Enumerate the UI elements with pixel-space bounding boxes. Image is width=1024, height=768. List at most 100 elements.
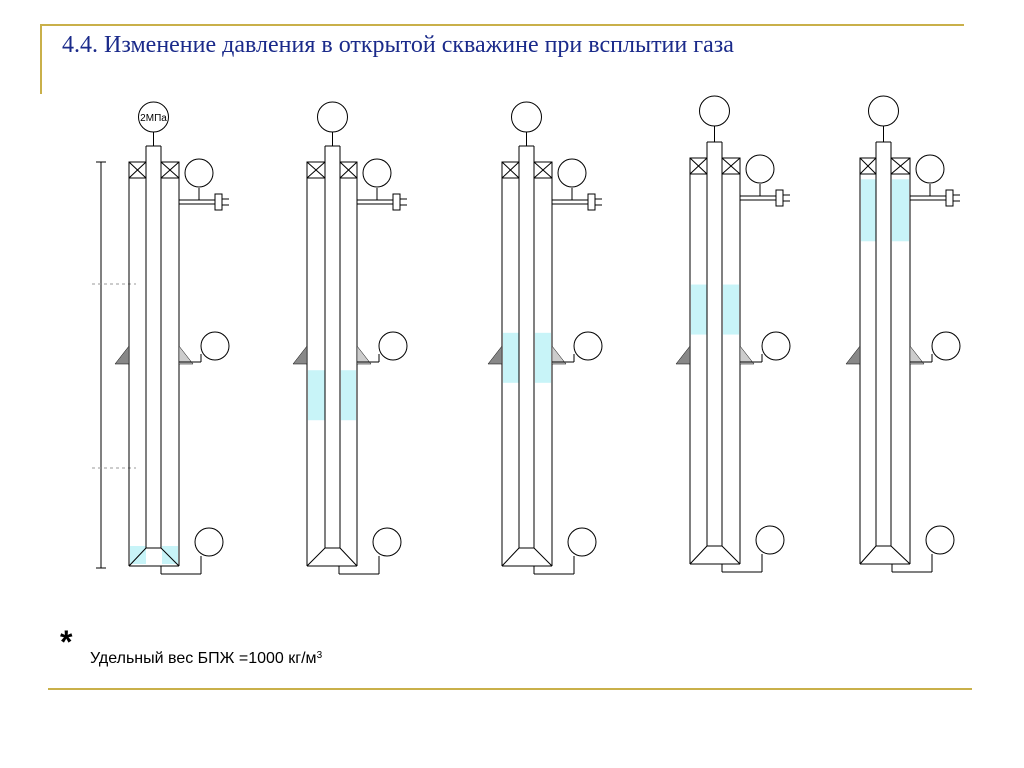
valve-box	[890, 157, 911, 175]
gas-slug-left	[308, 370, 325, 421]
wellhead-valve-left	[689, 157, 708, 175]
packer-wedge-right	[739, 345, 755, 365]
packer-wedge-right	[551, 345, 567, 365]
valve-cross-b	[501, 161, 520, 179]
packer-wedge-right	[178, 345, 194, 365]
wellhead-valve-right	[533, 161, 553, 179]
funnel-right	[890, 545, 911, 565]
top-pressure-gauge	[317, 101, 348, 133]
funnel-left	[689, 545, 708, 565]
outlet-valve	[775, 189, 784, 207]
valve-box	[128, 161, 147, 179]
top-gauge-label: 2МПа	[140, 113, 167, 124]
mid-pressure-gauge	[200, 331, 230, 361]
valve-cross-b	[533, 161, 553, 179]
well-1: 2МПа	[114, 101, 230, 575]
funnel-left	[306, 547, 326, 567]
bottom-pressure-gauge	[925, 525, 955, 555]
funnel-right	[160, 547, 180, 567]
gas-slug-right	[892, 179, 909, 242]
wellhead-valve-right	[890, 157, 911, 175]
valve-box	[339, 161, 358, 179]
valve-cross-b	[689, 157, 708, 175]
top-pressure-gauge	[699, 95, 730, 127]
valve-cross-b	[306, 161, 326, 179]
annulus-pressure-gauge	[557, 158, 587, 188]
funnel-right	[339, 547, 358, 567]
valve-box	[160, 161, 180, 179]
wellhead-valve-right	[721, 157, 741, 175]
valve-box	[533, 161, 553, 179]
wellhead-valve-left	[306, 161, 326, 179]
outlet-valve	[214, 193, 223, 211]
packer-wedge-left	[487, 345, 503, 365]
valve-box	[721, 157, 741, 175]
funnel-left	[859, 545, 877, 565]
wellhead-valve-left	[859, 157, 877, 175]
outlet-valve	[392, 193, 401, 211]
gas-slug-right	[535, 332, 551, 383]
valve-box	[689, 157, 708, 175]
title-accent-line	[40, 24, 964, 26]
gas-slug-left	[691, 284, 707, 335]
gas-slug-right	[341, 370, 356, 421]
footnote-label: Удельный вес БПЖ =1000 кг/м	[90, 650, 317, 667]
packer-wedge-left	[114, 345, 130, 365]
valve-box	[306, 161, 326, 179]
mid-pressure-gauge	[761, 331, 791, 361]
gas-slug-left	[503, 332, 519, 383]
top-pressure-gauge	[511, 101, 542, 133]
outlet-valve	[945, 189, 954, 207]
valve-cross-b	[339, 161, 358, 179]
bottom-pressure-gauge	[567, 527, 597, 557]
valve-cross-b	[859, 157, 877, 175]
packer-wedge-right	[909, 345, 925, 365]
bottom-pressure-gauge	[755, 525, 785, 555]
gas-slug-left	[861, 179, 876, 242]
valve-box	[859, 157, 877, 175]
packer-wedge-left	[845, 345, 861, 365]
bottom-pressure-gauge	[372, 527, 402, 557]
valve-cross-b	[721, 157, 741, 175]
valve-cross-b	[160, 161, 180, 179]
footnote-text: Удельный вес БПЖ =1000 кг/м3	[90, 650, 322, 668]
mid-pressure-gauge	[573, 331, 603, 361]
top-pressure-gauge	[868, 95, 899, 127]
slide-title: 4.4. Изменение давления в открытой скваж…	[62, 32, 734, 58]
wellhead-valve-left	[128, 161, 147, 179]
gas-slug-right	[723, 284, 739, 335]
footnote-unit-superscript: 3	[316, 650, 323, 661]
gas-slug-right	[162, 546, 178, 564]
gas-slug-left	[130, 546, 146, 564]
footnote-asterisk: *	[60, 624, 73, 660]
funnel-right	[533, 547, 553, 567]
wellhead-valve-left	[501, 161, 520, 179]
packer-wedge-right	[356, 345, 372, 365]
packer-wedge-left	[292, 345, 308, 365]
valve-cross-b	[890, 157, 911, 175]
annulus-pressure-gauge	[745, 154, 775, 184]
mid-pressure-gauge	[931, 331, 961, 361]
annulus-pressure-gauge	[915, 154, 945, 184]
top-pressure-gauge	[138, 101, 169, 133]
well-2	[292, 101, 408, 575]
mid-pressure-gauge	[378, 331, 408, 361]
valve-box	[501, 161, 520, 179]
funnel-right	[721, 545, 741, 565]
title-accent-bar	[40, 24, 42, 94]
well-5	[845, 95, 961, 573]
annulus-pressure-gauge	[184, 158, 214, 188]
wellhead-valve-right	[339, 161, 358, 179]
bottom-pressure-gauge	[194, 527, 224, 557]
well-3	[487, 101, 603, 575]
wellhead-valve-right	[160, 161, 180, 179]
well-4	[675, 95, 791, 573]
annulus-pressure-gauge	[362, 158, 392, 188]
valve-cross-b	[128, 161, 147, 179]
outlet-valve	[587, 193, 596, 211]
funnel-left	[501, 547, 520, 567]
funnel-left	[128, 547, 147, 567]
footer-accent-line	[48, 688, 972, 690]
